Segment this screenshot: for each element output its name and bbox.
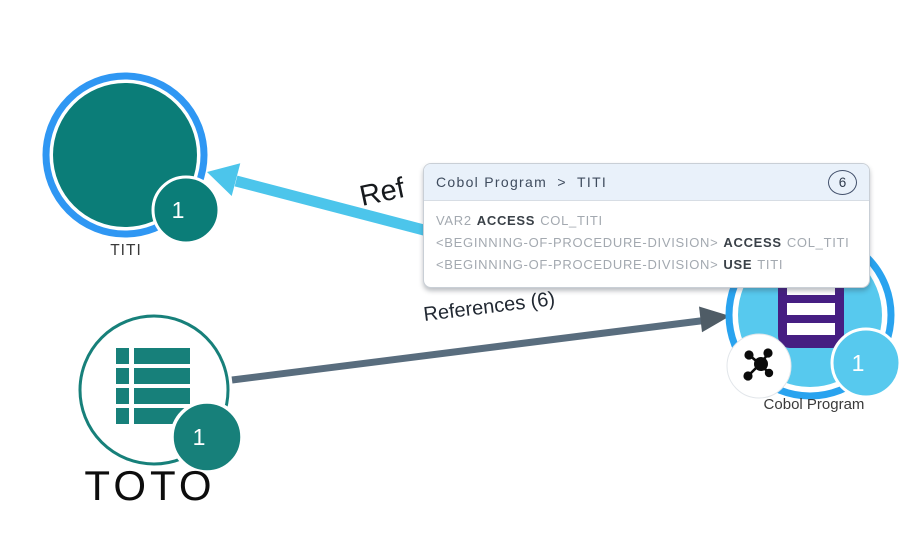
ref-source: <BEGINNING-OF-PROCEDURE-DIVISION>: [436, 257, 719, 272]
node-toto[interactable]: 1 TOTO: [78, 314, 244, 509]
tooltip-header: Cobol Program > TITI 6: [424, 164, 869, 201]
titi-label: TITI: [110, 242, 142, 259]
network-share-icon[interactable]: [726, 333, 792, 399]
reference-row: <BEGINNING-OF-PROCEDURE-DIVISION> USE TITI: [436, 254, 857, 276]
ref-source: <BEGINNING-OF-PROCEDURE-DIVISION>: [436, 235, 719, 250]
titi-count-badge: [151, 175, 221, 245]
toto-badge-value: 1: [193, 424, 206, 450]
ref-verb: ACCESS: [476, 213, 536, 228]
reference-row: <BEGINNING-OF-PROCEDURE-DIVISION> ACCESS C…: [436, 232, 857, 254]
edge-references-label: References (6): [422, 288, 556, 326]
ref-source: VAR2: [436, 213, 472, 228]
edge-references-arrowhead-icon: [699, 306, 730, 333]
list-detail-icon: [116, 348, 190, 424]
titi-badge-value: 1: [172, 197, 185, 223]
ref-target: COL_TITI: [540, 213, 603, 228]
edge-titi-ref-label: Ref: [357, 172, 409, 213]
tooltip-count-badge: 6: [828, 169, 857, 195]
toto-count-badge: [170, 400, 244, 474]
edge-titi-ref-arrowhead-icon: [207, 163, 241, 196]
ref-verb: USE: [723, 257, 753, 272]
tooltip-breadcrumb: Cobol Program > TITI: [436, 174, 608, 190]
cobol-count-badge: [830, 327, 902, 399]
titi-selection-ring: [42, 72, 208, 238]
cobol-badge-value: 1: [852, 350, 865, 376]
cobol-label: Cobol Program: [764, 396, 865, 413]
ref-target: TITI: [757, 257, 784, 272]
reference-row: VAR2 ACCESS COL_TITI: [436, 210, 857, 232]
node-titi[interactable]: 1 TITI: [42, 72, 221, 259]
edge-references-line[interactable]: [231, 316, 709, 384]
ref-verb: ACCESS: [723, 235, 782, 250]
ref-target: COL_TITI: [786, 235, 850, 250]
toto-label: TOTO: [84, 462, 215, 509]
edge-references[interactable]: References (6): [231, 288, 730, 384]
